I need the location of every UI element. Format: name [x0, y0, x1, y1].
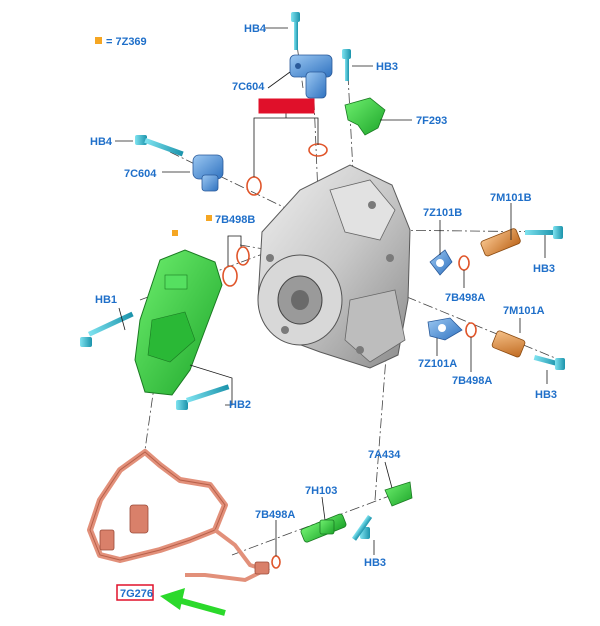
bolt-hb3-top [342, 49, 351, 81]
highlight-box-top [258, 98, 315, 114]
label-hb2: HB2 [229, 399, 251, 411]
label-7c604-left: 7C604 [124, 168, 157, 180]
module-marker-icon [172, 230, 178, 236]
callout-labels: HB4 HB3 7C604 7F293 HB4 7C604 7B498B 7Z1… [90, 23, 557, 601]
o-ring [222, 265, 238, 287]
label-7z101b: 7Z101B [423, 207, 462, 219]
sensor-7c604-top [289, 54, 333, 99]
label-hb4-top: HB4 [244, 23, 267, 35]
label-7b498a-right-top: 7B498A [445, 292, 485, 304]
bolt-hb4-top [291, 12, 300, 50]
control-module [134, 249, 223, 396]
sensor-plate-7z101a [427, 317, 463, 341]
bolt-hb3-bottom [351, 515, 373, 541]
label-7a434: 7A434 [368, 449, 401, 461]
label-hb3-right-bottom: HB3 [535, 389, 557, 401]
o-ring [458, 255, 470, 271]
label-hb1: HB1 [95, 294, 117, 306]
leader-lines [115, 27, 548, 556]
green-arrow-icon [160, 588, 226, 616]
bolt-hb1 [80, 311, 134, 347]
o-ring [236, 246, 250, 266]
label-hb3-bottom: HB3 [364, 557, 386, 569]
bolt-hb3-right-bottom [533, 355, 565, 370]
label-7b498b: 7B498B [215, 214, 255, 226]
sensor-plate-7z101b [429, 249, 453, 276]
transmission-housing [257, 164, 411, 369]
label-7h103: 7H103 [305, 485, 337, 497]
legend: = 7Z369 [95, 36, 147, 48]
highlight-box-7g276 [116, 584, 154, 601]
bolt-hb4-left [135, 135, 184, 157]
label-7b498a-right-bottom: 7B498A [452, 375, 492, 387]
label-7f293: 7F293 [416, 115, 447, 127]
bolt-hb3-right-top [525, 226, 563, 239]
bracket-7f293 [344, 97, 386, 136]
label-7z101a: 7Z101A [418, 358, 457, 370]
label-hb3-right-top: HB3 [533, 263, 555, 275]
o-ring [465, 322, 477, 338]
label-7m101b: 7M101B [490, 192, 532, 204]
sensor-7h103 [300, 513, 347, 543]
label-7g276: 7G276 [120, 588, 153, 600]
label-7m101a: 7M101A [503, 305, 545, 317]
bolt-hb2 [176, 384, 230, 410]
wiring-harness-7g276 [87, 449, 271, 583]
o-ring [308, 143, 328, 157]
legend-marker-icon [95, 37, 102, 44]
label-7b498a-bottom: 7B498A [255, 509, 295, 521]
speed-sensor-7m101a [491, 330, 526, 358]
label-hb4-left: HB4 [90, 136, 113, 148]
label-hb3-top: HB3 [376, 61, 398, 73]
legend-text: = 7Z369 [106, 36, 147, 48]
sensor-7c604-left [192, 154, 224, 192]
bracket-7a434 [384, 481, 413, 507]
o-ring [271, 555, 281, 569]
speed-sensor-7m101b [480, 228, 521, 257]
b498b-marker-icon [206, 215, 212, 221]
label-7c604-top: 7C604 [232, 81, 265, 93]
